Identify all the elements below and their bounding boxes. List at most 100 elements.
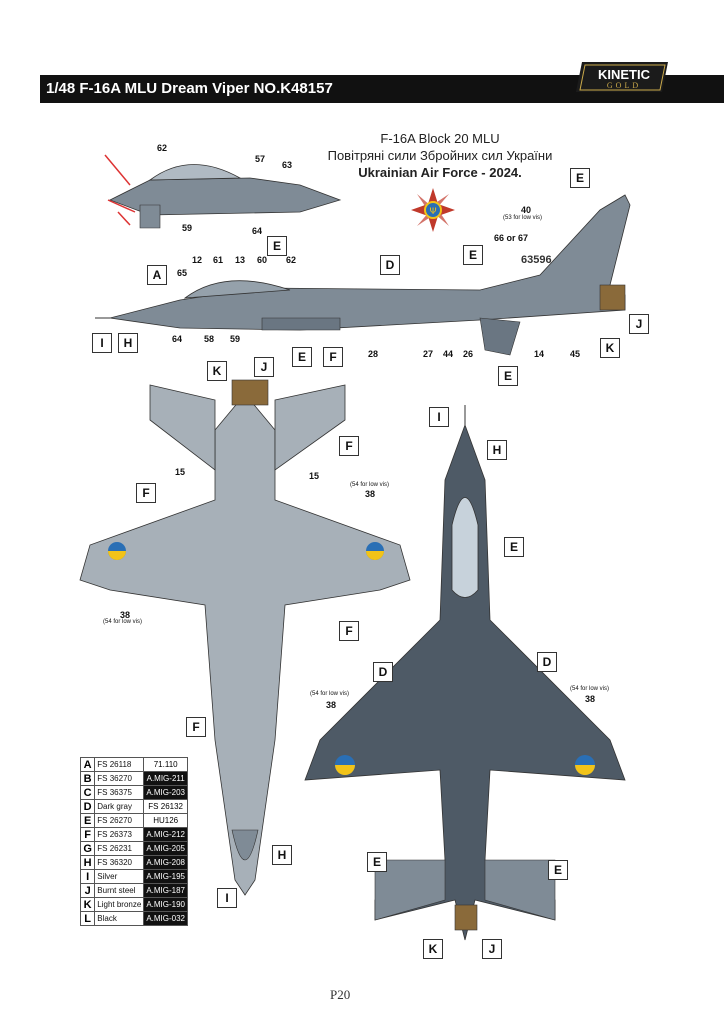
svg-text:Ψ: Ψ (429, 207, 436, 217)
legend-key: J (79, 883, 96, 898)
legend-key: A (79, 757, 96, 772)
legend-key: H (79, 855, 96, 870)
callout-F: F (339, 621, 359, 641)
legend-reference: FS 26373 (94, 827, 145, 842)
caption-line-3: Ukrainian Air Force - 2024. (358, 165, 522, 180)
legend-reference: FS 36375 (94, 785, 145, 800)
callout-D: D (380, 255, 400, 275)
legend-paint-code: A.MIG-211 (143, 771, 188, 786)
legend-paint-code: HU126 (143, 813, 188, 828)
legend-paint-code: A.MIG-203 (143, 785, 188, 800)
marking-number: 59 (182, 223, 193, 233)
side-profile-view (95, 194, 631, 356)
callout-E: E (548, 860, 568, 880)
marking-number: 38 (120, 610, 131, 620)
caption-line-1: F-16A Block 20 MLU (380, 131, 500, 146)
callout-J: J (629, 314, 649, 334)
legend-paint-code: A.MIG-212 (143, 827, 188, 842)
callout-I: I (429, 407, 449, 427)
legend-key: B (79, 771, 96, 786)
marking-number: 26 (463, 349, 474, 359)
marking-number: 61 (213, 255, 224, 265)
ukraine-af-emblem: Ψ (411, 188, 455, 232)
page-title: 1/48 F-16A MLU Dream Viper NO.K48157 (46, 80, 333, 97)
legend-reference: FS 36270 (94, 771, 145, 786)
callout-K: K (423, 939, 443, 959)
marking-number: 14 (534, 349, 545, 359)
legend-paint-code: A.MIG-187 (143, 883, 188, 898)
marking-number: 38 (365, 489, 376, 499)
callout-A: A (147, 265, 167, 285)
callout-H: H (118, 333, 138, 353)
logo-top-text: KINETIC (598, 67, 651, 82)
serial-number: 63596 (521, 254, 552, 266)
callout-J: J (482, 939, 502, 959)
marking-number: 65 (177, 268, 188, 278)
marking-note: (54 for low vis) (350, 482, 390, 488)
marking-number: 27 (423, 349, 434, 359)
legend-key: K (79, 897, 96, 912)
marking-note: (54 for low vis) (103, 619, 143, 625)
legend-reference: FS 26270 (94, 813, 145, 828)
legend-reference: FS 26118 (94, 757, 145, 772)
legend-reference: Light bronze (94, 897, 145, 912)
legend-paint-code: 71.110 (143, 757, 188, 772)
legend-reference: Dark gray (94, 799, 145, 814)
legend-reference: Black (94, 911, 145, 926)
top-plan-view (304, 405, 626, 941)
legend-reference: Silver (94, 869, 145, 884)
callout-F: F (186, 717, 206, 737)
marking-number: 63 (282, 160, 293, 170)
legend-key: I (79, 869, 96, 884)
marking-number: 38 (585, 694, 596, 704)
callout-H: H (487, 440, 507, 460)
callout-E: E (498, 366, 518, 386)
marking-number: 38 (326, 700, 337, 710)
page-number: P20 (330, 987, 351, 1002)
legend-paint-code: FS 26132 (143, 799, 188, 814)
marking-number: 45 (570, 349, 581, 359)
callout-D: D (373, 662, 393, 682)
legend-paint-code: A.MIG-205 (143, 841, 188, 856)
legend-key: F (79, 827, 96, 842)
marking-number: 44 (443, 349, 454, 359)
marking-number: 40 (521, 205, 532, 215)
callout-F: F (323, 347, 343, 367)
callout-I: I (92, 333, 112, 353)
marking-number: 57 (255, 154, 266, 164)
callout-I: I (217, 888, 237, 908)
marking-number: 66 or 67 (494, 233, 529, 243)
marking-number: 12 (192, 255, 203, 265)
legend-reference: FS 26231 (94, 841, 145, 856)
callout-E: E (504, 537, 524, 557)
callout-K: K (600, 338, 620, 358)
marking-number: 15 (309, 471, 320, 481)
marking-number: 58 (204, 334, 215, 344)
underside-plan-view (79, 379, 411, 896)
legend-key: G (79, 841, 96, 856)
legend-paint-code: A.MIG-190 (143, 897, 188, 912)
legend-key: L (79, 911, 96, 926)
callout-F: F (339, 436, 359, 456)
marking-number: 64 (252, 226, 263, 236)
legend-paint-code: A.MIG-195 (143, 869, 188, 884)
caption-line-2: Повітряні сили Збройних сил України (327, 148, 553, 163)
aircraft-caption: F-16A Block 20 MLU Повітряні сили Збройн… (320, 130, 560, 181)
cockpit-side-view (104, 154, 342, 229)
legend-key: C (79, 785, 96, 800)
callout-D: D (537, 652, 557, 672)
callout-J: J (254, 357, 274, 377)
callout-K: K (207, 361, 227, 381)
marking-number: 62 (157, 143, 168, 153)
callout-F: F (136, 483, 156, 503)
